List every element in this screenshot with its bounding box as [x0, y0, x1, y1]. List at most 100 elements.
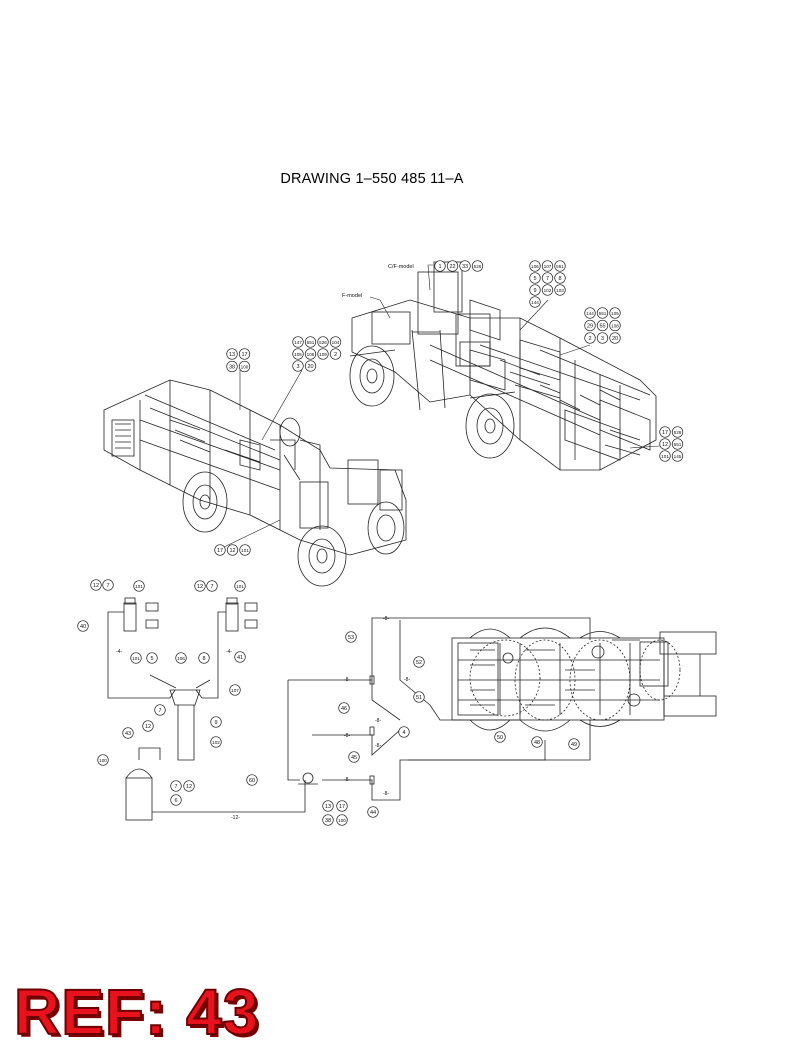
svg-text:40: 40 — [80, 624, 86, 630]
callout-bottom-right: 145 — [671, 450, 684, 462]
svg-text:13: 13 — [229, 352, 235, 358]
callout-right-block-2: 144 — [584, 307, 596, 319]
svg-text:46: 46 — [341, 706, 347, 712]
callout-left-block: 147 — [292, 336, 304, 348]
callout-bottom-right: 526 — [671, 426, 684, 438]
callout-right-block: 8 — [554, 272, 566, 284]
callout-schematic-left: 106 — [175, 652, 187, 664]
callout-right-block-2: 2 — [584, 332, 596, 344]
callout-bottom-left: 101 — [239, 544, 251, 556]
callout-right-block-2: 105 — [609, 307, 621, 319]
callout-left-block: 106 — [304, 348, 317, 360]
svg-text:7: 7 — [106, 583, 109, 589]
svg-text:50: 50 — [497, 735, 503, 741]
svg-text:53: 53 — [348, 635, 354, 641]
svg-text:7: 7 — [174, 784, 177, 790]
svg-text:45: 45 — [351, 755, 357, 761]
callout-schematic-center: 13 — [322, 800, 334, 812]
callout-schematic-left: 101 — [234, 580, 246, 592]
svg-text:9: 9 — [533, 288, 536, 294]
callout-schematic-left: 7 — [154, 704, 166, 716]
callout-schematic-left: 6 — [170, 794, 182, 806]
svg-text:12: 12 — [186, 784, 192, 790]
callout-right-block-2: 551 — [596, 307, 609, 319]
svg-text:12: 12 — [197, 584, 203, 590]
callout-right-block: 551 — [554, 260, 566, 272]
svg-text:102: 102 — [544, 288, 552, 293]
callout-schematic-left: 101 — [133, 580, 145, 592]
svg-text:20: 20 — [307, 364, 313, 370]
callout-right-block: 7 — [541, 272, 554, 284]
svg-text:107: 107 — [231, 688, 239, 693]
svg-text:108: 108 — [611, 324, 619, 329]
svg-text:101: 101 — [661, 454, 669, 459]
svg-text:41: 41 — [237, 655, 243, 661]
svg-text:6: 6 — [174, 798, 177, 804]
callout-schematic-left: 43 — [122, 727, 134, 739]
callout-left-block: 109 — [317, 348, 329, 360]
callout-schematic-center: 50 — [494, 731, 506, 743]
callout-bottom-right: 12 — [659, 438, 671, 450]
callout-right-block-2: 55 — [596, 319, 609, 332]
svg-text:3: 3 — [296, 364, 299, 370]
callout-left-block: 2 — [329, 348, 342, 360]
svg-text:9: 9 — [214, 720, 217, 726]
callout-top-row: 22 — [446, 260, 459, 272]
callout-schematic-left: 100 — [97, 754, 109, 766]
callout-left-small: 100 — [238, 360, 251, 373]
svg-text:60: 60 — [249, 778, 255, 784]
callout-left-block: 104 — [329, 336, 342, 348]
callout-schematic-left: 7 — [102, 579, 114, 591]
svg-text:101: 101 — [241, 548, 249, 553]
callout-left-block: 526 — [317, 336, 329, 348]
svg-text:103: 103 — [556, 288, 564, 293]
svg-text:551: 551 — [556, 264, 564, 269]
callout-schematic-left: 7 — [170, 780, 182, 792]
svg-text:145: 145 — [674, 454, 682, 459]
svg-text:101: 101 — [135, 584, 143, 589]
callout-right-block: 106 — [529, 260, 541, 272]
callout-schematic-center: 51 — [413, 691, 425, 703]
svg-text:51: 51 — [416, 695, 422, 701]
svg-text:12: 12 — [662, 442, 668, 448]
line-tag: -8- — [344, 677, 350, 683]
svg-text:105: 105 — [611, 311, 619, 316]
svg-text:29: 29 — [587, 324, 593, 330]
callout-schematic-center: 45 — [348, 751, 360, 763]
svg-text:20: 20 — [612, 336, 618, 342]
callout-right-block-2: 29 — [584, 319, 596, 332]
svg-text:551: 551 — [599, 311, 607, 316]
line-tag: -4- — [116, 649, 122, 655]
svg-text:55: 55 — [599, 324, 605, 330]
callout-schematic-left: 12 — [183, 780, 195, 792]
callout-left-small: 17 — [238, 348, 251, 360]
svg-text:33: 33 — [462, 264, 468, 270]
callout-schematic-left: 60 — [246, 774, 258, 786]
svg-text:109: 109 — [319, 352, 327, 357]
svg-text:38: 38 — [229, 365, 235, 371]
callout-right-block: 144 — [529, 296, 541, 308]
callout-right-block: 103 — [554, 284, 566, 296]
callout-schematic-center: 52 — [413, 656, 425, 668]
svg-text:104: 104 — [332, 340, 340, 345]
vehicle-rear-view — [349, 261, 657, 471]
svg-text:100: 100 — [338, 818, 346, 823]
vehicle-top-view — [451, 627, 717, 732]
callout-schematic-left: 8 — [198, 652, 210, 664]
svg-text:3: 3 — [601, 336, 604, 342]
callout-schematic-left: 12 — [90, 579, 102, 591]
svg-text:526: 526 — [319, 340, 327, 345]
svg-text:106: 106 — [177, 656, 185, 661]
svg-text:52: 52 — [416, 660, 422, 666]
svg-text:22: 22 — [449, 264, 455, 270]
line-tag: -8- — [375, 718, 381, 724]
svg-text:100: 100 — [241, 365, 249, 370]
svg-text:7: 7 — [546, 276, 549, 282]
svg-text:100: 100 — [99, 758, 107, 763]
svg-text:147: 147 — [294, 340, 302, 345]
svg-text:48: 48 — [534, 740, 540, 746]
callout-bottom-left: 17 — [214, 544, 226, 556]
line-tag: -12- — [231, 815, 240, 821]
callout-left-small: 38 — [226, 360, 238, 373]
svg-text:106: 106 — [307, 352, 315, 357]
